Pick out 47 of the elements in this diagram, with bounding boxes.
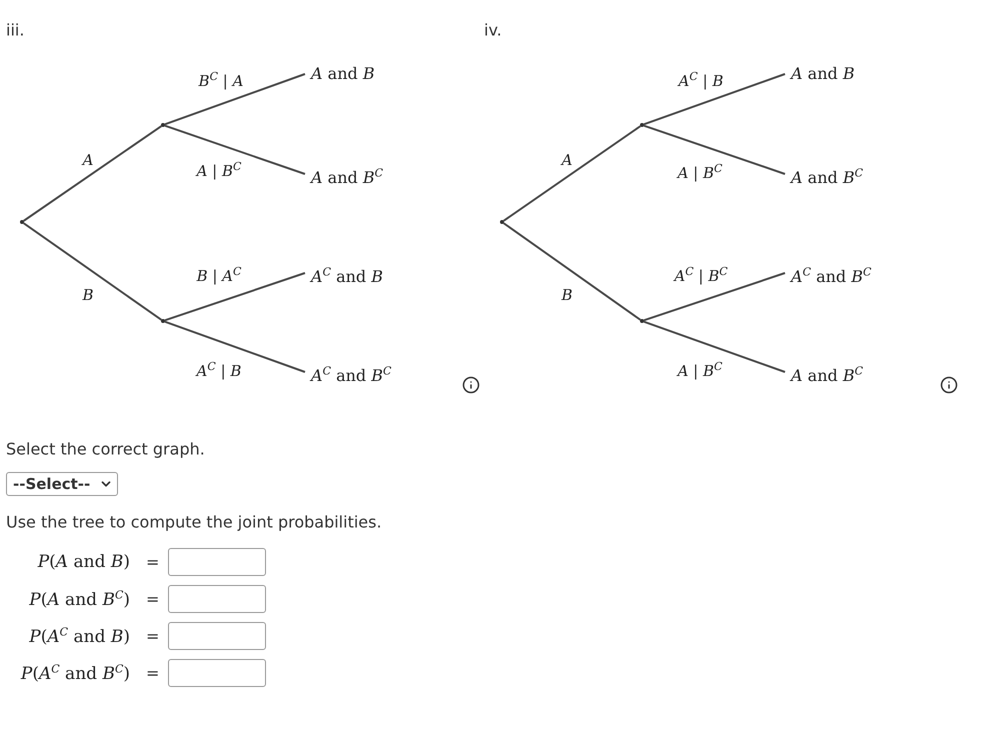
branch-line [164, 320, 306, 373]
edge-label: A$^{C}$ | B [196, 360, 242, 380]
branch-point [20, 220, 24, 224]
outcome-label: A and B$^{C}$ [785, 162, 864, 186]
instruction-text: = [146, 590, 160, 608]
branch-line [164, 124, 306, 175]
branch-line [23, 222, 162, 321]
probability-expression: P(A$^{C}$ and B$^{C}$) [20, 662, 130, 684]
instruction-text: Use the tree to compute the joint probabilities. [6, 512, 382, 532]
outcome-label: A and B$^{C}$ [305, 162, 384, 186]
instruction-text: = [146, 664, 160, 682]
branch-line [164, 73, 306, 126]
instruction-text: = [146, 626, 160, 646]
select-dropdown: --Select-- [6, 472, 118, 496]
edge-label: A$^{C}$ | B [678, 70, 724, 90]
branch-line [503, 222, 641, 321]
edge-label: A | B$^{C}$ [676, 360, 724, 380]
branch-line [644, 272, 786, 322]
outcome-label: A$^{C}$ and B$^{C}$ [785, 261, 872, 285]
outcome-label: A$^{C}$ and B$^{C}$ [305, 360, 392, 384]
branch-line [644, 320, 786, 373]
outcome-label: A and B$^{C}$ [785, 360, 864, 384]
branch-point [640, 123, 644, 127]
instruction-text: Select the correct graph. [6, 440, 205, 458]
edge-label: A | B$^{C}$ [676, 162, 724, 182]
outcome-label: A and B [785, 62, 855, 86]
branch-point [500, 220, 504, 224]
probability-expression: P(A and B$^{C}$) [29, 588, 130, 610]
branch-point [161, 319, 165, 323]
panel-label: iii. [6, 20, 24, 40]
edge-label: A | B$^{C}$ [196, 160, 242, 180]
outcome-label: A and B [305, 62, 375, 86]
branch-point [640, 319, 644, 323]
edge-label: B$^{C}$ | A [198, 70, 244, 90]
branch-line [644, 73, 786, 126]
branch-line [164, 272, 306, 322]
branch-line [644, 124, 786, 175]
edge-label: B | A$^{C}$ [196, 265, 242, 285]
instruction-text: = [146, 552, 160, 572]
probability-expression: P(A$^{C}$ and B) [29, 625, 130, 647]
branch-line [23, 125, 162, 222]
branch-point [161, 123, 165, 127]
outcome-label: A$^{C}$ and B [305, 261, 384, 285]
probability-expression: P(A and B) [38, 552, 130, 572]
panel-label: iv. [484, 20, 502, 40]
branch-line [503, 125, 641, 222]
edge-label: A$^{C}$ | B$^{C}$ [673, 265, 729, 285]
